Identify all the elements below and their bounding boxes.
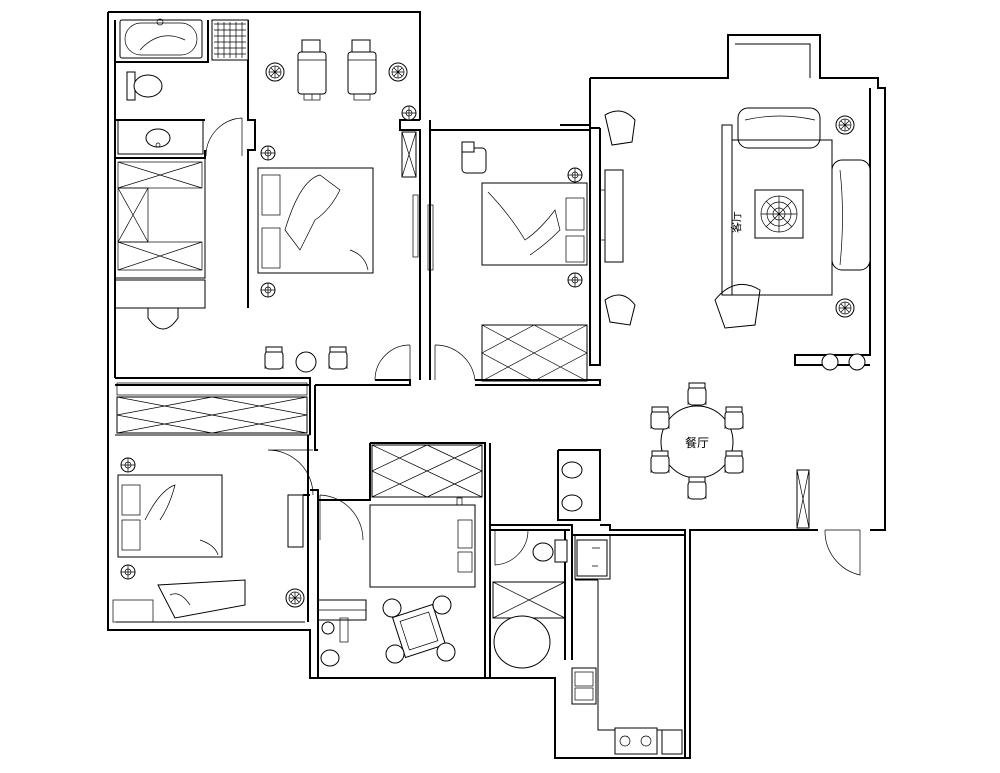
chaise-lounge	[157, 579, 246, 619]
cooktop	[614, 727, 658, 755]
lamp-icon	[260, 145, 276, 161]
fridge	[576, 539, 608, 577]
double-bed-master	[257, 167, 374, 274]
kitchen-cabinet	[661, 729, 683, 755]
bathtub	[119, 18, 203, 59]
doors	[205, 117, 861, 576]
plant-icon	[285, 588, 305, 608]
shower-tray	[211, 19, 249, 61]
outer-walls	[107, 11, 886, 759]
rug-medallion	[754, 189, 804, 239]
toilet-lower	[147, 307, 179, 330]
double-bed-2	[481, 182, 588, 266]
plant-icon	[835, 115, 855, 135]
kitchen-sink	[571, 667, 597, 705]
lamp-icon	[260, 282, 276, 298]
plant-icon	[835, 298, 855, 318]
basin-small	[320, 617, 349, 667]
double-bed-3	[117, 474, 223, 558]
dining-table	[650, 382, 744, 500]
basin-upper	[117, 119, 204, 155]
lamp-icon	[567, 167, 583, 183]
armchair-right	[347, 39, 377, 101]
toilet-bath2	[532, 539, 568, 563]
mahjong-table	[382, 595, 456, 664]
lamp-icon	[120, 457, 136, 473]
lounge-chair-top	[604, 110, 636, 146]
desk-chair	[461, 141, 487, 174]
lamp-icon	[401, 105, 417, 121]
dresser-stool	[264, 346, 348, 373]
lamp-icon	[120, 564, 136, 580]
interior-walls	[112, 20, 810, 758]
tv-cabinet	[721, 124, 833, 296]
living-room-label: 客厅	[729, 211, 743, 233]
armchair-left	[297, 39, 327, 101]
bathtub-round	[493, 615, 551, 669]
lounge-chair-bottom	[604, 294, 636, 326]
single-bed	[369, 504, 476, 588]
sofa-right	[831, 159, 871, 271]
plant-icon	[265, 62, 285, 82]
sofa-top	[737, 107, 821, 149]
lamp-icon	[567, 272, 583, 288]
dining-room-label: 餐厅	[685, 435, 709, 450]
plant-icon	[388, 62, 408, 82]
shoe-cabinet	[821, 353, 866, 371]
double-basin	[561, 461, 583, 512]
toilet-upper	[126, 71, 163, 101]
